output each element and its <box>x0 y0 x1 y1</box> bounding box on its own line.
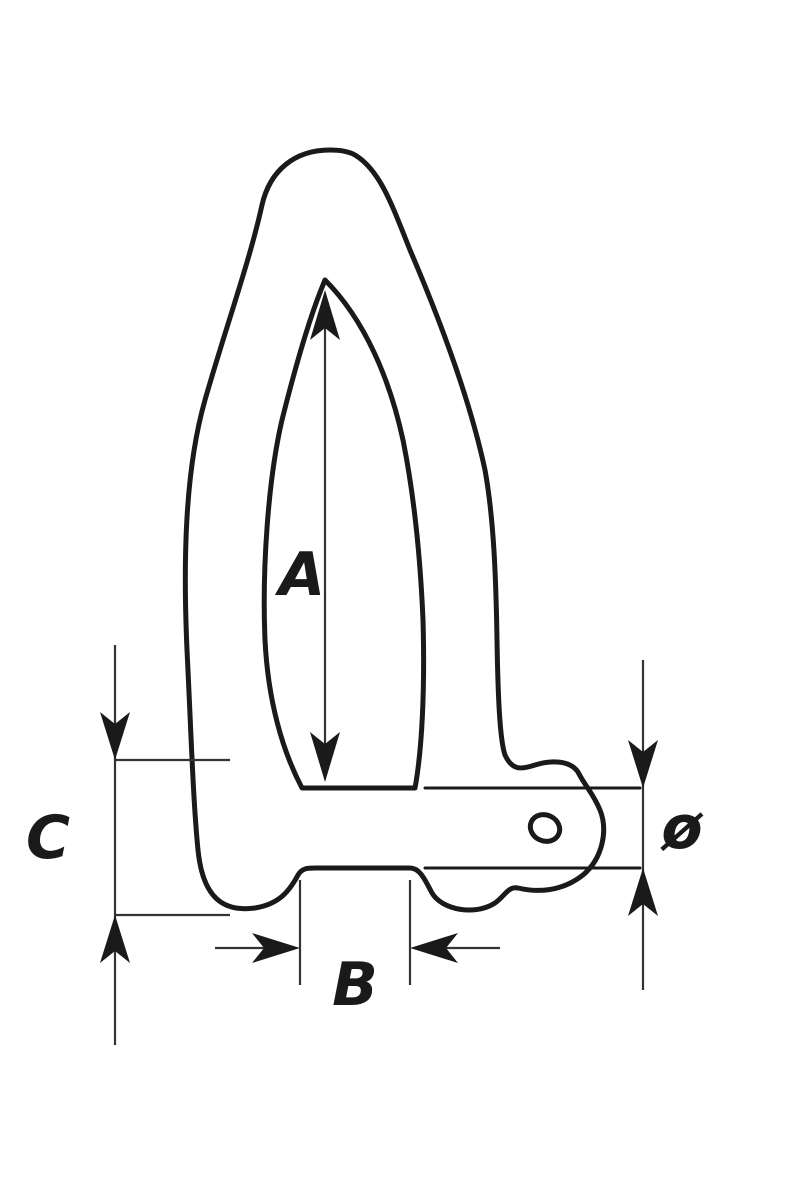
dimension-a-arrow-top <box>310 290 340 340</box>
dimension-b-arrow-left <box>252 933 300 963</box>
label-a: A <box>275 540 325 610</box>
shackle-outer-outline <box>182 147 607 913</box>
dimension-c-arrow-bottom <box>100 915 130 963</box>
pin-hole <box>527 812 563 844</box>
label-b: B <box>332 950 378 1020</box>
label-c: C <box>26 803 70 873</box>
shackle-inner-opening <box>261 277 427 791</box>
dimension-diameter-arrow-bottom <box>628 868 658 916</box>
dimension-a-arrow-bottom <box>310 732 340 782</box>
dimension-diameter-arrow-top <box>628 740 658 788</box>
dimension-b-arrow-right <box>410 933 458 963</box>
label-diameter: ø <box>659 793 704 863</box>
dimension-c-arrow-top <box>100 712 130 760</box>
